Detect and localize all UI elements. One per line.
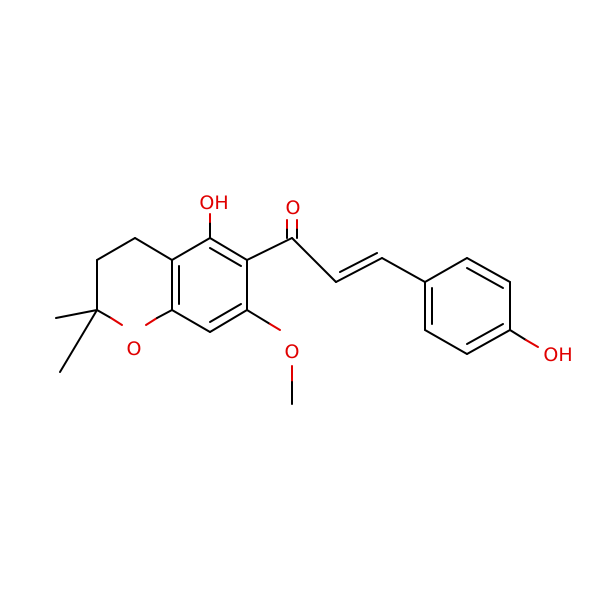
bond-o1-c8a-red [145, 317, 158, 326]
methoxy-oxygen-label: O [285, 341, 300, 363]
hydroxyl-label-top: OH [199, 192, 228, 214]
bond-c2-o1 [96, 309, 112, 319]
bond-methyl-2 [59, 309, 98, 373]
pyran-ring [55, 237, 173, 373]
bond-beta-aryl [381, 257, 426, 283]
bond-b4-oh [509, 329, 527, 341]
bond-c5-c6-inner [209, 247, 242, 267]
bond-methyl-1 [55, 309, 98, 319]
bond-c4a-c4 [134, 237, 173, 261]
bond-c5-c6 [209, 237, 248, 261]
bond-c4-c3 [96, 237, 136, 261]
bond-c7-ome [246, 309, 271, 325]
bond-c7-c8 [209, 309, 248, 333]
bond-carbonyl-alpha [291, 237, 337, 283]
bond-o1-c8a [156, 309, 173, 319]
ring-a-substituents [209, 213, 293, 405]
bond-c6-carbonyl [246, 237, 293, 261]
bond-b2-b3-inner [466, 267, 504, 289]
bond-c4a-c5 [171, 237, 211, 261]
bond-b5-b6 [424, 329, 468, 355]
bond-b1-b2 [424, 257, 468, 283]
bond-c2-o1-red [110, 317, 123, 326]
enone-chain [246, 219, 426, 283]
bond-b2-b3 [466, 257, 511, 283]
bond-b4-oh-red [525, 339, 539, 348]
benzene-ring-b [424, 257, 539, 355]
bond-b4-b5 [466, 329, 511, 355]
bond-b4-b5-inner [466, 323, 504, 345]
phenol-hydroxyl-label: OH [543, 344, 572, 366]
bond-alpha-beta [335, 257, 383, 283]
carbonyl-oxygen-label: O [286, 197, 301, 219]
bond-c7-c8-inner [209, 303, 242, 323]
benzene-ring-a [171, 237, 248, 333]
bond-alpha-beta-inner [339, 252, 378, 273]
bond-c8-c8a [171, 309, 211, 333]
atom-labels: OH O O O OH [127, 192, 573, 366]
ring-oxygen-label: O [127, 338, 142, 360]
bond-c7-ome-red [269, 323, 281, 331]
